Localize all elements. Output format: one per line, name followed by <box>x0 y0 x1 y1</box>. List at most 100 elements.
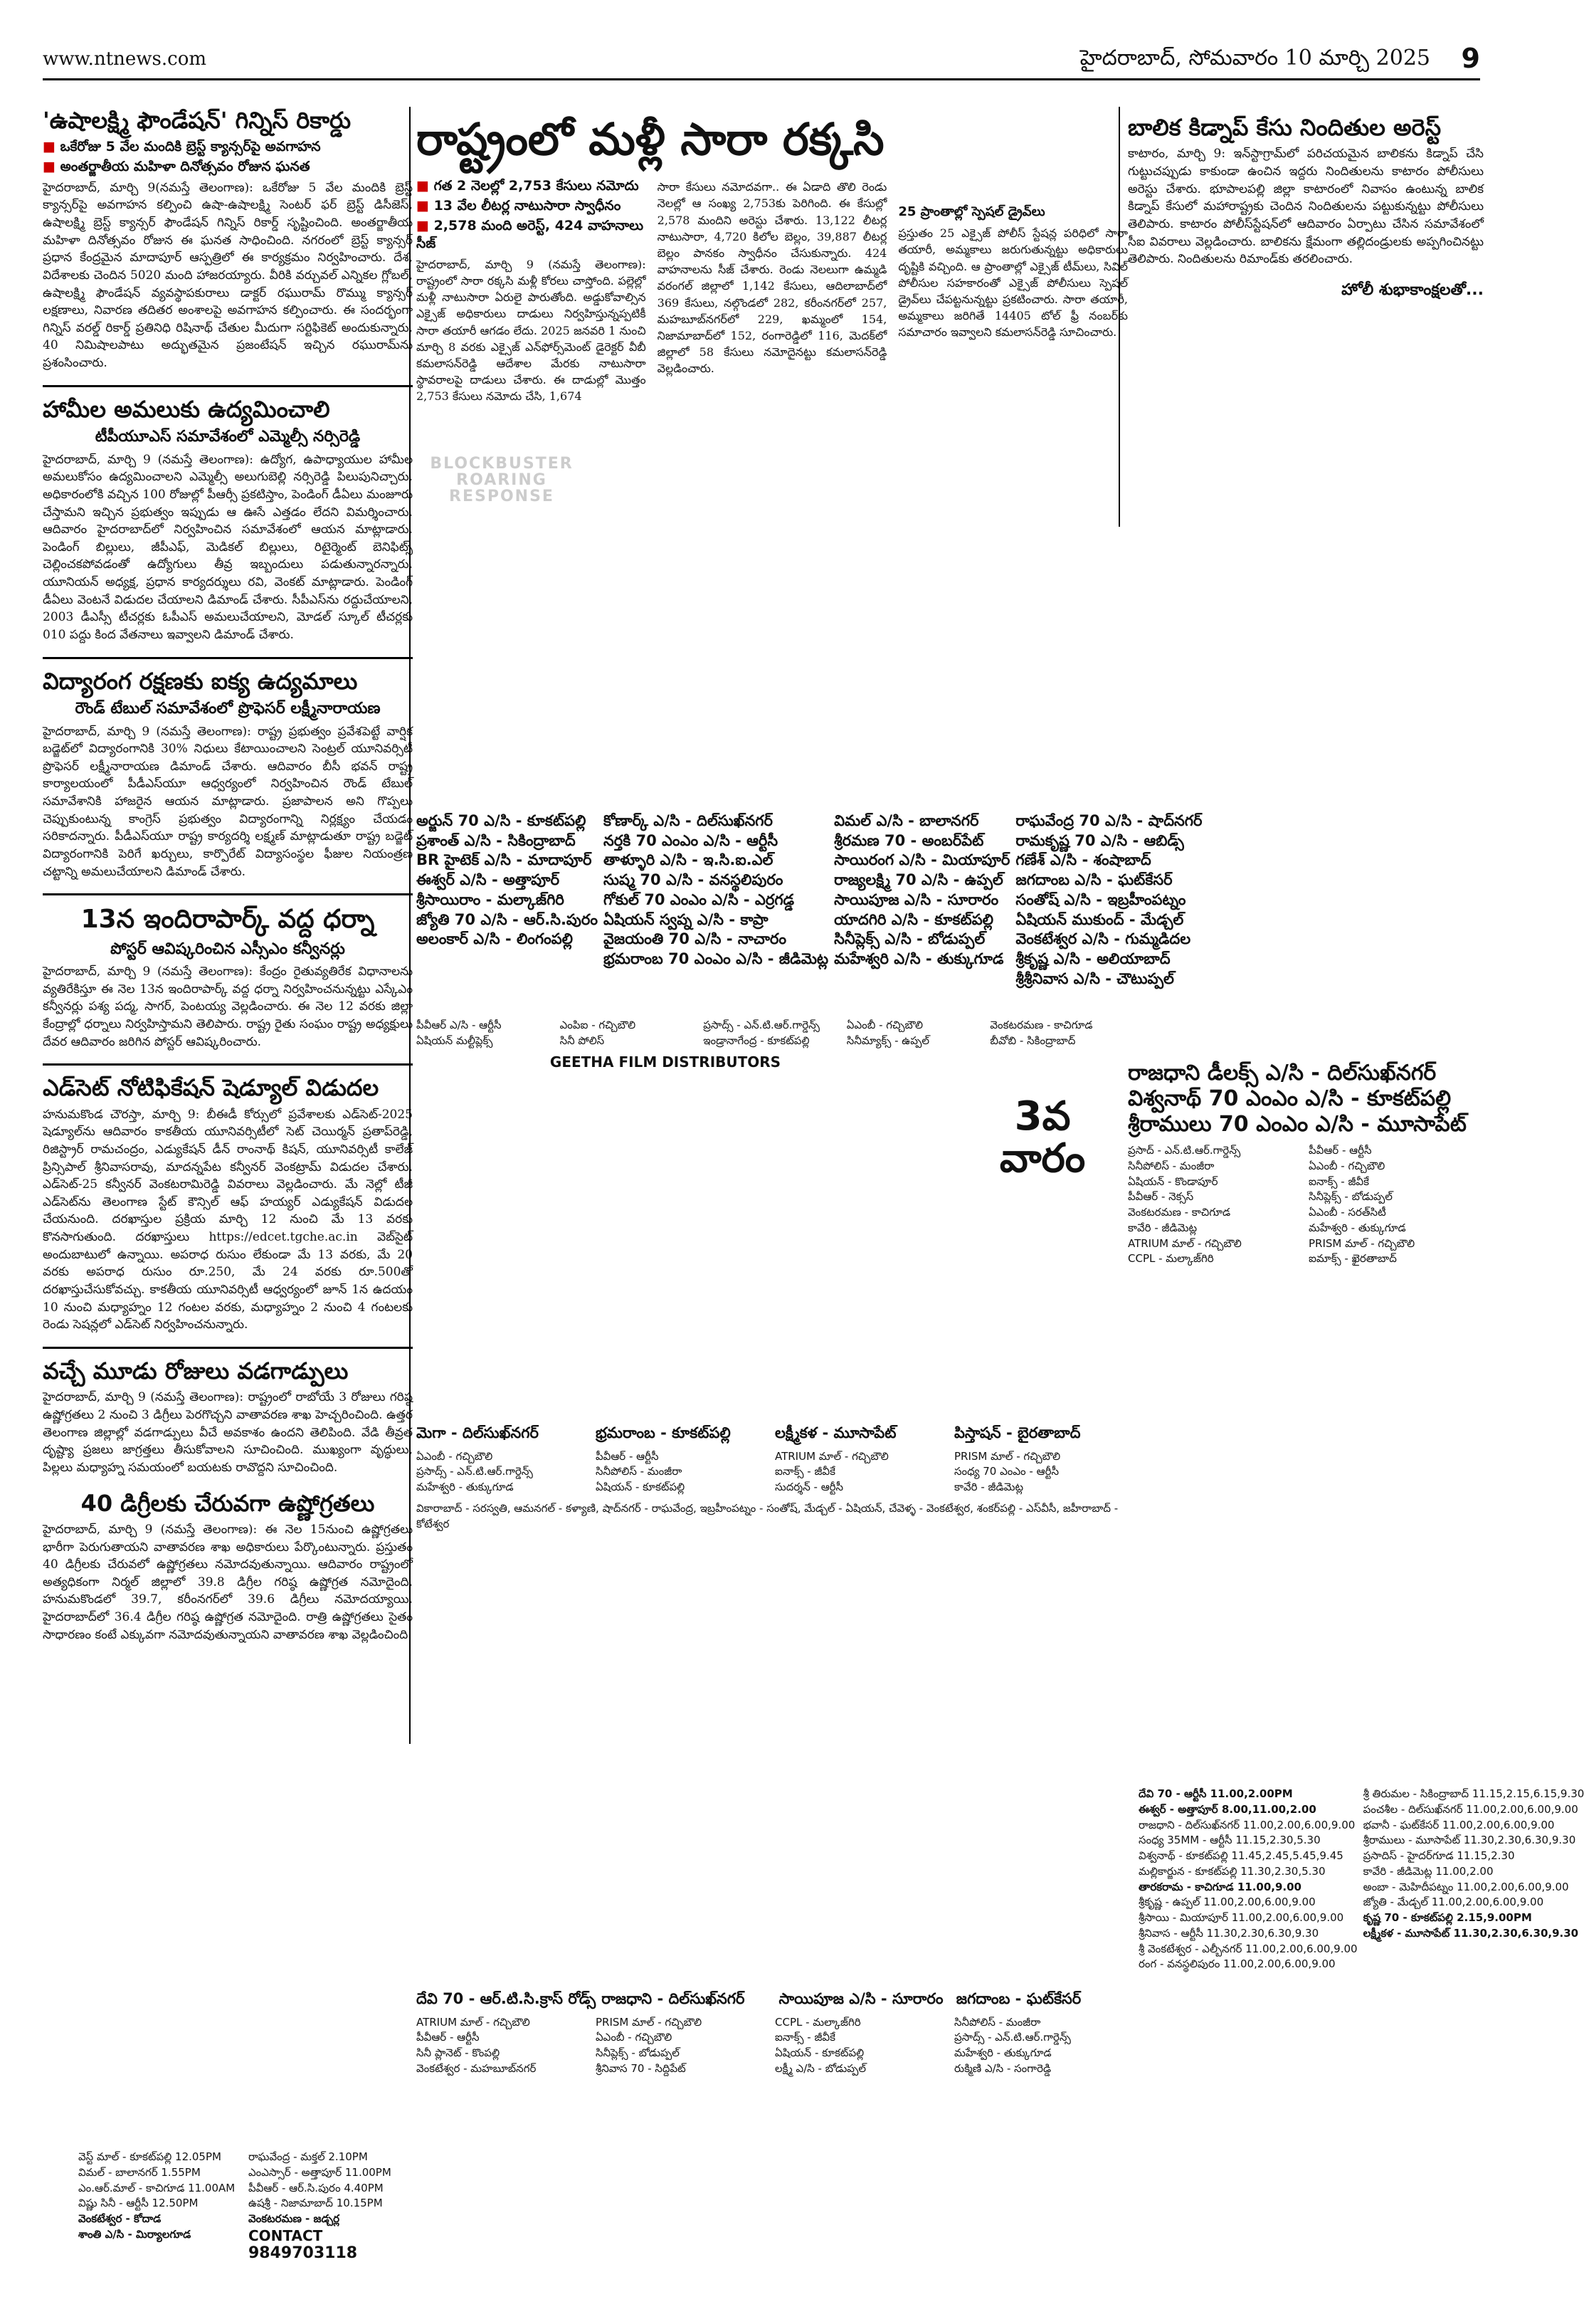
site-url[interactable]: www.ntnews.com <box>43 48 207 70</box>
theatre-small: ఎంపిఐ - గచ్చిబౌలి <box>559 1019 636 1031</box>
ad-title: సాయిపూజ ఎ/సి - సూరారం <box>778 1990 944 2007</box>
theatre-small: వెంకటరమణ - కాచిగూడ <box>1128 1206 1231 1219</box>
show-time: ప్రసాదిస్ - హైదర్‌గూడ 11.15,2.30 <box>1363 1849 1515 1862</box>
story-promises: హామీల అమలుకు ఉద్యమించాలి టీపీయూఎస్ సమావే… <box>43 396 413 644</box>
theatre-small: పీవీఆర్ ఎ/సి - ఆర్టీసీ <box>416 1019 502 1031</box>
theatre-small: కావేరి - జీడిమెట్ల <box>1128 1221 1198 1234</box>
theatre-item: అలంకార్ ఎ/సి - లింగంపల్లి <box>416 930 574 948</box>
show-time: శ్రీ వెంకటేశ్వర - ఎల్బీనగర్ 11.00,2.00,6… <box>1139 1942 1358 1955</box>
ad-title: భ్రమరాంబ - కూకట్‌పల్లి <box>596 1424 731 1441</box>
theatre-small: ప్రసాద్స్ - ఎన్.టి.ఆర్.గార్డెన్స్ <box>703 1019 820 1031</box>
headline[interactable]: 13న ఇందిరాపార్క్ వద్ద ధర్నా <box>80 905 375 935</box>
theatre-small: ఏఎంబీ - గచ్చిబౌలి <box>416 1449 493 1463</box>
contact-number[interactable]: 9849703118 <box>248 2244 358 2262</box>
theatre-small: పీవీఆర్ - ఆర్టీసీ <box>596 1449 659 1463</box>
headline[interactable]: బాలిక కిడ్నాప్ కేసు నిందితుల అరెస్ట్ <box>1128 114 1442 141</box>
theatre-item: ఏషియన్ ముకుంద్ - మేడ్చల్ <box>1015 910 1184 928</box>
theatre-item: శ్రీరమణ 70 - అంబర్‌పేట్ <box>834 831 984 849</box>
show-time: తారకరామ - కాచిగూడ 11.00,9.00 <box>1139 1880 1301 1893</box>
bullet: గత 2 నెలల్లో 2,753 కేసులు నమోదు <box>416 177 646 196</box>
theatre-small: సినీపోలిస్ - మంజీరా <box>1128 1159 1215 1172</box>
theatre-item: వెంకటేశ్వర ఎ/సి - గుమ్మడిదల <box>1015 930 1191 948</box>
theatre-small: సినీమ్యాక్స్ - ఉప్పల్ <box>846 1034 929 1047</box>
stamp-line: RESPONSE <box>449 488 554 506</box>
theatre-item: సినీప్లెక్స్ ఎ/సి - బోడుప్పల్ <box>834 930 986 948</box>
theatre-small: పీవీఆర్ - నెక్సస్ <box>1128 1190 1194 1204</box>
theatre-small: మహేశ్వరి - తుక్కుగూడ <box>1309 1221 1406 1234</box>
contact-label: CONTACT <box>248 2226 323 2244</box>
story-body: హైదరాబాద్, మార్చి 9(నమస్తే తెలంగాణ): ఒకే… <box>43 180 413 371</box>
headline[interactable]: ఎడ్‌సెట్ నోటిఫికేషన్ షెడ్యూల్ విడుదల <box>43 1074 379 1102</box>
theatre-item: మహేశ్వరి ఎ/సి - తుక్కుగూడ <box>834 950 1004 968</box>
theatre-small: కావేరి - జీడిమెట్ల <box>954 1481 1024 1494</box>
theatre-item: సంతోష్ ఎ/సి - ఇబ్రహీంపట్నం <box>1015 890 1186 908</box>
week-badge: 3వ వారం <box>999 1093 1086 1182</box>
headline[interactable]: హామీల అమలుకు ఉద్యమించాలి <box>43 395 330 423</box>
right-story: బాలిక కిడ్నాప్ కేసు నిందితుల అరెస్ట్ కాట… <box>1128 114 1484 520</box>
theatre-small: సినీపోలిస్ - మంజీరా <box>596 1465 682 1478</box>
show-time: విమల్ - బాలానగర్ 1.55PM <box>78 2165 201 2179</box>
theatre-small: సినీ పోలిస్ <box>559 1034 605 1047</box>
lead-col-2: సారా కేసులు నమోదవగా.. ఈ ఏడాది తొలి రెండు… <box>658 176 887 417</box>
column-rule <box>1119 107 1120 527</box>
theatre-item: జ్యోతి 70 ఎ/సి - ఆర్.సి.పురం <box>416 910 598 928</box>
story-body: హైదరాబాద్, మార్చి 9 (నమస్తే తెలంగాణ): రా… <box>43 1390 413 1475</box>
theatre-item: భ్రమరాంబ 70 ఎంఎం ఎ/సి - జీడిమెట్ల <box>603 950 829 968</box>
show-time: రాఘవేంద్ర - మక్తల్ 2.10PM <box>248 2150 368 2163</box>
show-time: సంధ్య 35MM - ఆర్టీసీ 11.15,2.30,5.30 <box>1139 1834 1321 1847</box>
theatre-small: ఏఎంబీ - గచ్చిబౌలి <box>846 1019 923 1031</box>
story-temperature: 40 డిగ్రీలకు చేరువగా ఉష్ణోగ్రతలు హైదరాబా… <box>43 1490 413 1644</box>
ad-title: మెగా - దిల్‌సుఖ్‌నగర్ <box>416 1424 539 1441</box>
ad-title: పిస్తాషన్ - బైరతాబాద్ <box>954 1424 1081 1441</box>
headline[interactable]: 'ఉషాలక్ష్మి ఫౌండేషన్' గిన్నిస్ రికార్డు <box>43 107 352 134</box>
theatre-small: ప్రసాద్ - ఎన్.టి.ఆర్.గార్డెన్స్ <box>1128 1144 1241 1157</box>
theatre-item: రాఘవేంద్ర 70 ఎ/సి - షాద్‌నగర్ <box>1015 812 1203 829</box>
theatre-small: వెంకటరమణ - కాచిగూడ <box>990 1019 1093 1031</box>
theatre-item: విమల్ ఎ/సి - బాలానగర్ <box>834 812 979 829</box>
theatre-small: ATRIUM మాల్ - గచ్చిబౌలి <box>1128 1236 1242 1250</box>
story-heatwave: వచ్చే మూడు రోజులు వడగాడ్పులు హైదరాబాద్, … <box>43 1357 413 1477</box>
ad-title: శ్రీరాములు 70 ఎంఎం ఎ/సి - మూసాపేట్ <box>1128 1112 1467 1137</box>
theatre-small: ఐనాక్స్ - జీవీకే <box>775 2031 835 2044</box>
lead-headline[interactable]: రాష్ట్రంలో మళ్లీ సారా రక్కసి <box>416 113 885 165</box>
theatre-small: ATRIUM మాల్ - గచ్చిబౌలి <box>416 2015 530 2029</box>
story-body: హైదరాబాద్, మార్చి 9 (నమస్తే తెలంగాణ): ఈ … <box>43 1522 413 1642</box>
divider <box>43 893 413 896</box>
theatre-small: సంధ్య 70 ఎంఎం - ఆర్టీసీ <box>954 1465 1059 1478</box>
stamp-line: ROARING <box>456 471 547 490</box>
headline[interactable]: విద్యారంగ రక్షణకు ఐక్య ఉద్యమాలు <box>43 667 358 695</box>
bullet: 2,578 మంది అరెస్ట్, 424 వాహనాలు సీజ్ <box>416 217 646 253</box>
show-time: పంచశీల - దిల్‌సుఖ్‌నగర్ 11.00,2.00,6.00,… <box>1363 1802 1578 1816</box>
theatre-item: రాజ్యలక్ష్మి 70 ఎ/సి - ఉప్పల్ <box>834 871 1003 889</box>
movie-ad-main: BLOCKBUSTER ROARING RESPONSE అర్జున్ 70 … <box>416 456 1202 1481</box>
bullet: 13 వేల లీటర్ల నాటుసారా స్వాధీనం <box>416 197 646 216</box>
show-time: ఎం.ఆర్.మాల్ - కాచిగూడ 11.00AM <box>78 2181 236 2194</box>
headline[interactable]: వచ్చే మూడు రోజులు వడగాడ్పులు <box>43 1357 349 1384</box>
show-time: అంబా - మెహిదీపట్నం 11.00,2.00,6.00,9.00 <box>1363 1880 1569 1893</box>
bullet: అంతర్జాతీయ మహిళా దినోత్సవం రోజున ఘనత <box>43 158 413 177</box>
theatre-item: సాయిరంగ ఎ/సి - మియాపూర్ <box>834 851 1010 869</box>
headline[interactable]: 40 డిగ్రీలకు చేరువగా ఉష్ణోగ్రతలు <box>80 1489 375 1517</box>
show-time: రంగ - వనస్థలిపురం 11.00,2.00,6.00,9.00 <box>1139 1957 1336 1971</box>
story-body: హైదరాబాద్, మార్చి 9 (నమస్తే తెలంగాణ): రా… <box>416 257 646 404</box>
theatre-small: బీవోబి - సికింద్రాబాద్ <box>990 1034 1076 1047</box>
divider <box>43 1346 413 1349</box>
page-number: 9 <box>1461 43 1480 74</box>
lead-col-3: 25 ప్రాంతాల్లో స్పెషల్ డ్రైవ్‌లు ప్రస్తు… <box>898 176 1128 417</box>
theatre-small: సినీప్లెక్స్ - బోడుప్పల్ <box>1309 1190 1393 1204</box>
theatre-item: గోకుల్ 70 ఎంఎం ఎ/సి - ఎర్రగడ్డ <box>603 890 795 908</box>
theatre-item: శ్రీకృష్ణ ఎ/సి - అలియాబాద్ <box>1015 950 1171 968</box>
lead-story: రాష్ట్రంలో మళ్లీ సారా రక్కసి గత 2 నెలల్ల… <box>416 114 1128 512</box>
show-time: ఉషశ్రీ - నిజామాబాద్ 10.15PM <box>248 2197 383 2210</box>
theatre-item: శ్రీసాయిరాం - మల్కాజ్‌గిరి <box>416 890 564 908</box>
column-rule <box>409 107 411 1744</box>
theatre-small: ఏషియన్ - కూకట్‌పల్లి <box>596 1481 685 1494</box>
theatre-small: PRISM మాల్ - గచ్చిబౌలి <box>954 1449 1061 1463</box>
theatre-item: జగదాంబ ఎ/సి - ఘట్‌కేసర్ <box>1015 871 1173 889</box>
show-time: శ్రీనివాస - ఆర్టీసీ 11.30,2.30,6.30,9.30 <box>1139 1926 1319 1940</box>
ad-title: విశ్వనాథ్ 70 ఎంఎం ఎ/సి - కూకట్‌పల్లి <box>1128 1086 1452 1111</box>
theatre-small: CCPL - మల్కాజ్‌గిరి <box>1128 1252 1214 1266</box>
ad-title: దేవి 70 - ఆర్.టి.సి.క్రాస్ రోడ్స్ <box>416 1990 596 2007</box>
theatre-small: సుదర్శన్ - ఆర్టీసీ <box>775 1481 844 1494</box>
story-dharna: 13న ఇందిరాపార్క్ వద్ద ధర్నా పోస్టర్ ఆవిష… <box>43 904 413 1051</box>
